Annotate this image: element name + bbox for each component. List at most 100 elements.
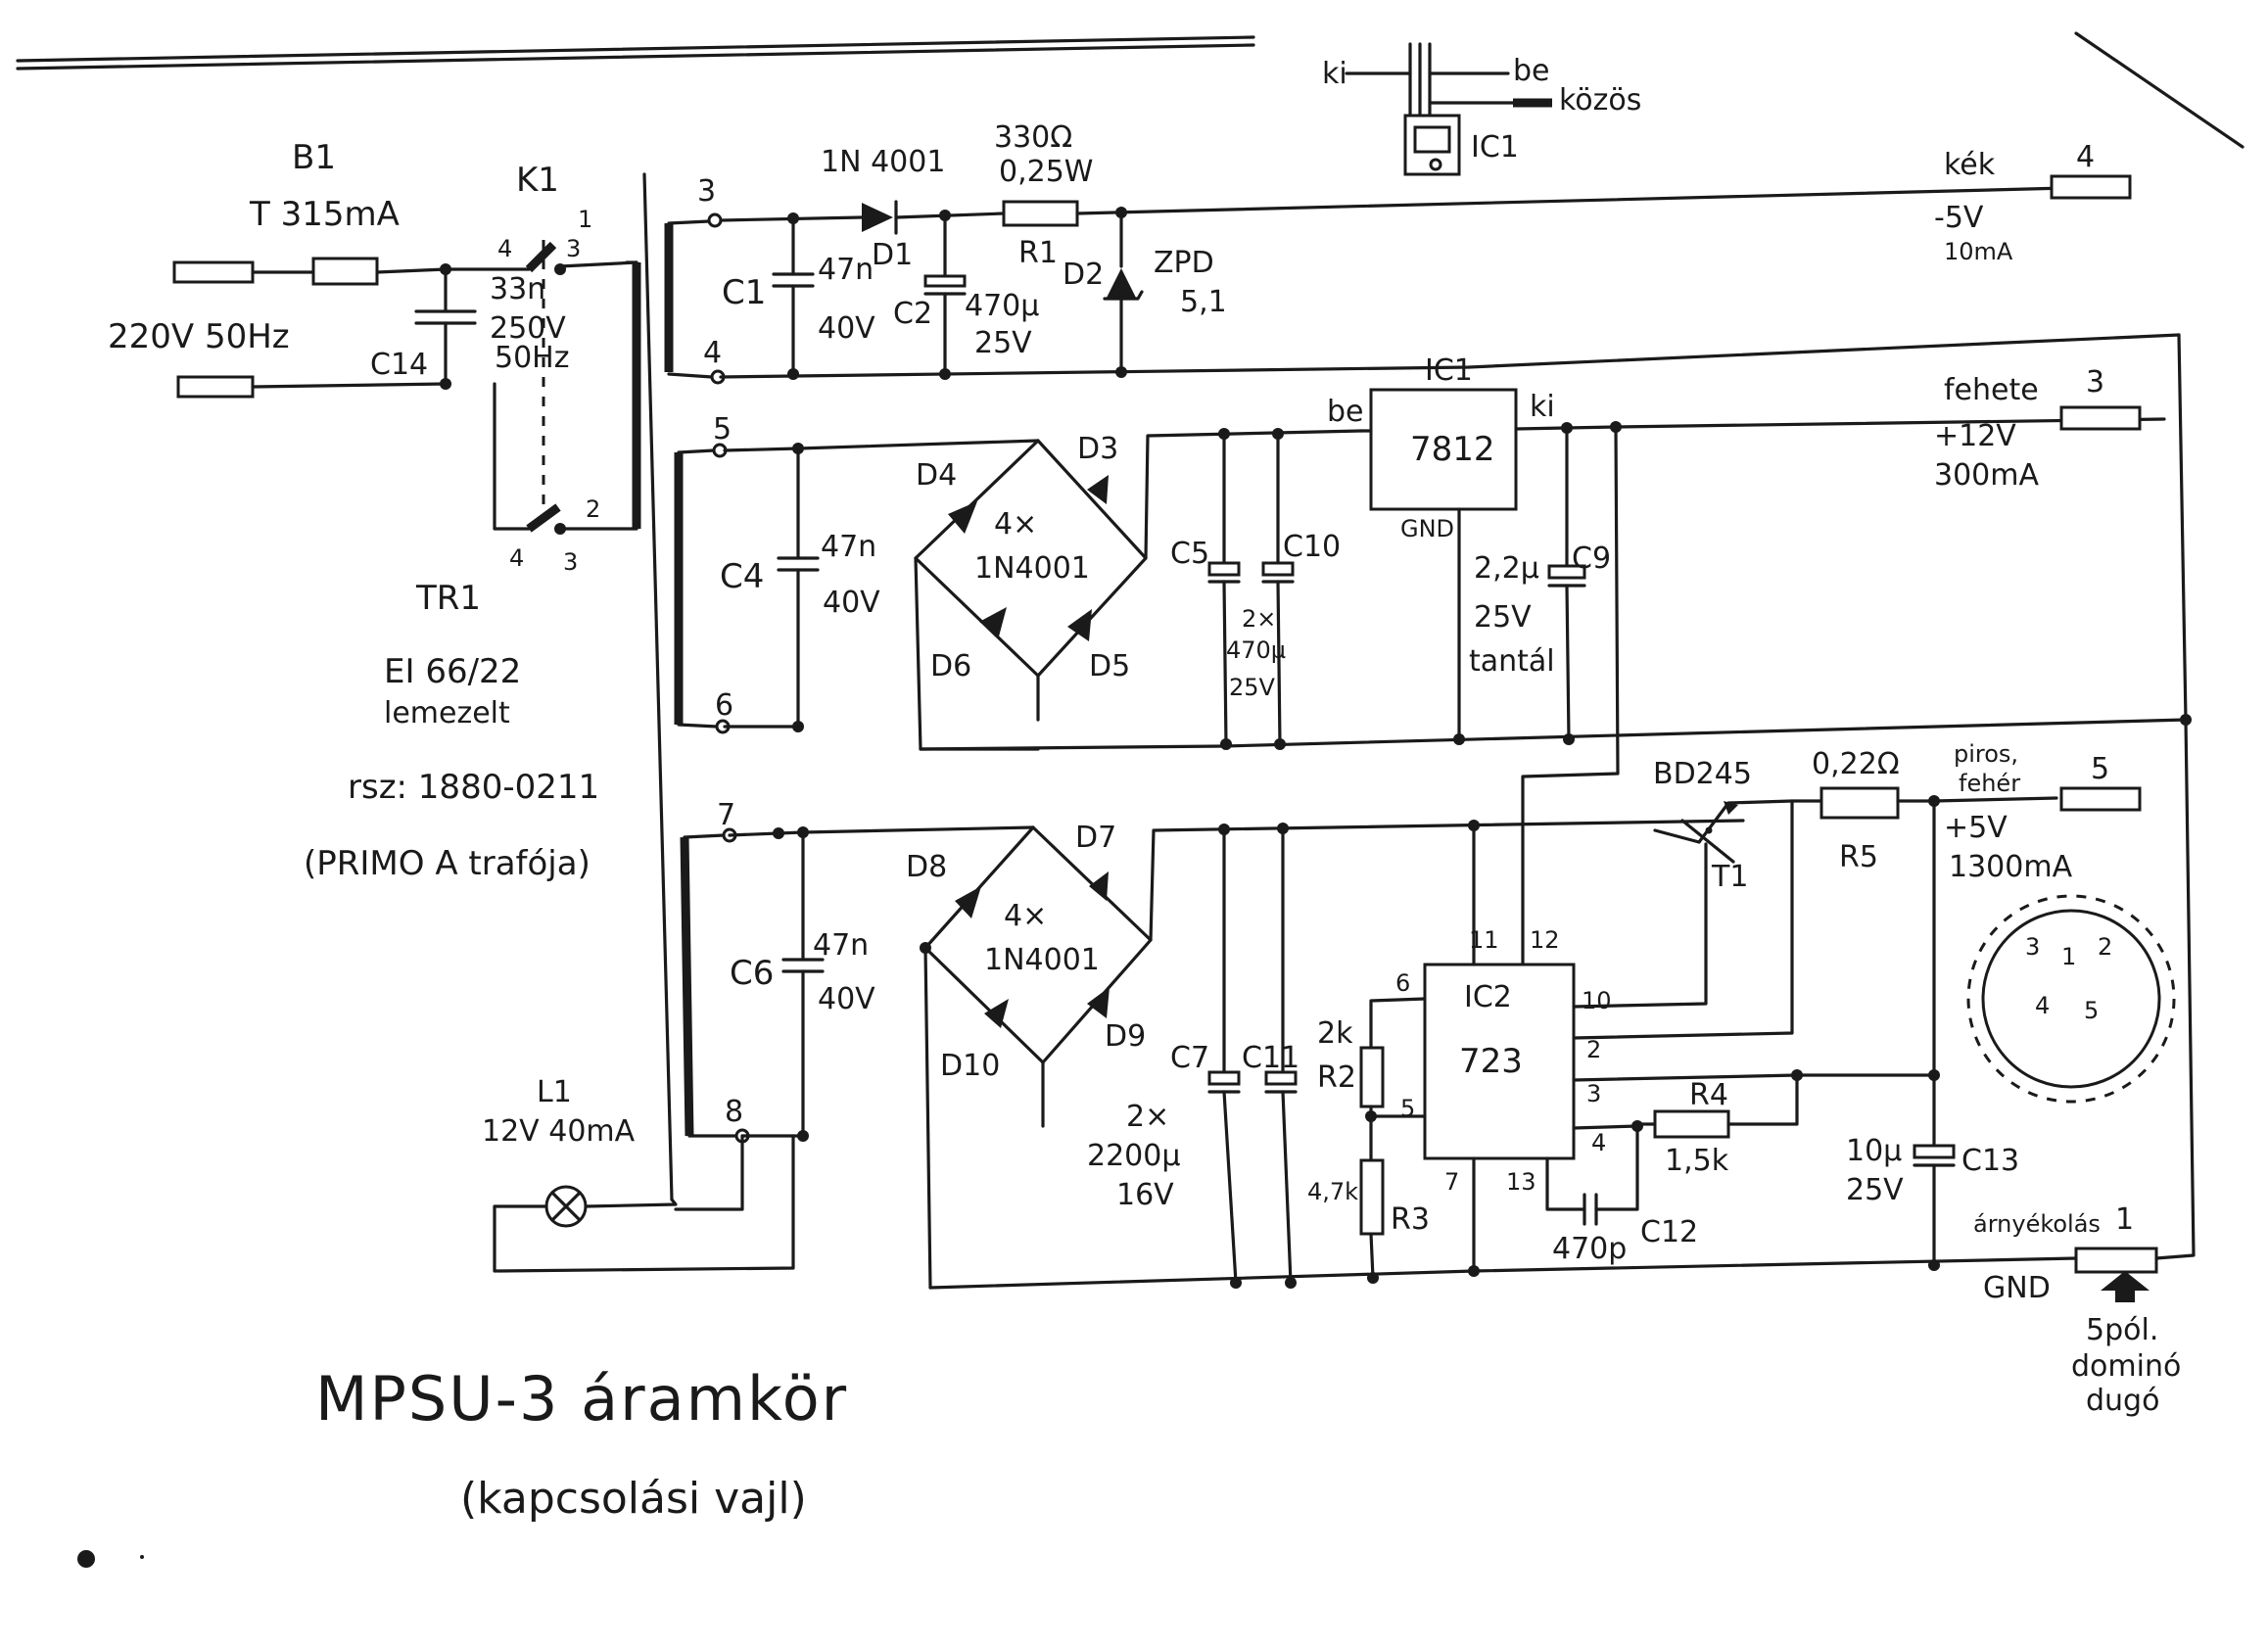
c9-voltage: 25V (1474, 600, 1532, 635)
transformer-core-line (642, 172, 674, 1201)
c12-value: 470p (1552, 1232, 1627, 1266)
c5-c10-mult: 2× (1242, 605, 1276, 633)
switch-pin-2: 2 (586, 495, 600, 523)
cap-c10 (1261, 561, 1295, 577)
t1-ref: T1 (1711, 860, 1748, 894)
d9-ref: D9 (1105, 1019, 1146, 1054)
ic2-pin-3: 3 (1586, 1080, 1601, 1107)
r5-ref: R5 (1839, 840, 1878, 874)
switch-pin-3a: 3 (566, 235, 581, 262)
c7-ref: C7 (1170, 1041, 1209, 1075)
r1-power: 0,25W (999, 155, 1093, 189)
page-title: MPSU-3 áramkör (315, 1363, 848, 1435)
connector-pin5 (2059, 786, 2142, 812)
gnd-pin: 1 (2115, 1202, 2134, 1237)
p5-out-voltage: +5V (1944, 811, 2008, 845)
cap-c7 (1207, 1070, 1241, 1086)
p12-out-voltage: +12V (1934, 419, 2016, 453)
din-pin-3: 3 (2025, 933, 2040, 961)
switch-legend-ref: IC1 (1471, 130, 1519, 165)
neg-out-current: 10mA (1944, 238, 2013, 265)
ic2-pin-12: 12 (1530, 926, 1560, 954)
ic2-pin-2: 2 (1586, 1036, 1601, 1063)
switch-pin-1: 1 (578, 206, 592, 233)
c13-value: 10µ (1846, 1134, 1902, 1168)
switch-ref: K1 (516, 161, 559, 200)
p12-out-pin: 3 (2086, 365, 2104, 400)
ic2-pin-11: 11 (1469, 926, 1499, 954)
tr-pin-3: 3 (697, 174, 716, 209)
d2-ref: D2 (1063, 258, 1104, 292)
c6-ref: C6 (730, 954, 774, 993)
bridge2-count: 4× (1004, 899, 1047, 933)
ic2-pin-13: 13 (1506, 1168, 1536, 1196)
regulator-723 (1423, 963, 1576, 1160)
r3-value: 4,7k (1307, 1178, 1358, 1205)
r5-value: 0,22Ω (1812, 747, 1900, 781)
c13-voltage: 25V (1846, 1173, 1904, 1207)
c5-ref: C5 (1170, 537, 1209, 571)
transformer-notes: TR1 EI 66/22 lemezelt rsz: 1880-0211 (PR… (304, 579, 599, 883)
d4-ref: D4 (916, 458, 957, 493)
l1-ref: L1 (537, 1075, 572, 1109)
c14-value: 33n (490, 272, 545, 306)
ic2-pin-7: 7 (1444, 1168, 1459, 1196)
ic2-pin-6: 6 (1395, 969, 1410, 997)
ink-speck-2 (140, 1555, 144, 1559)
secondary-winding-3 (680, 836, 694, 1137)
transformer-note: (PRIMO A trafója) (304, 844, 591, 883)
d2-value: 5,1 (1180, 285, 1227, 319)
r2-value: 2k (1317, 1016, 1353, 1051)
cap-c9 (1547, 564, 1586, 580)
ic1-out: ki (1530, 390, 1555, 424)
neg-out-pin: 4 (2076, 140, 2095, 174)
connector-label-2: dominó (2071, 1349, 2181, 1384)
ic2-pin-5: 5 (1400, 1095, 1415, 1122)
mains-section: B1 T 315mA 220V 50Hz C14 33n 250V 50Hz K… (108, 138, 674, 1201)
connector-pin4 (2050, 174, 2132, 200)
ic1-gnd: GND (1400, 515, 1454, 542)
d6-ref: D6 (930, 649, 971, 683)
connector-label-1: 5pól. (2086, 1313, 2158, 1347)
din-pin-1: 1 (2061, 943, 2076, 970)
diode-d2 (1107, 268, 1136, 298)
c2-voltage: 25V (974, 326, 1032, 360)
paper-edge-top-2 (16, 43, 1255, 71)
cap-c2 (923, 274, 967, 288)
tr-pin-7: 7 (717, 798, 735, 832)
mains-input-label: 220V 50Hz (108, 317, 290, 356)
switch-pin-4a: 4 (497, 235, 512, 262)
ic1-in: be (1327, 395, 1364, 429)
transformer-ref: TR1 (415, 579, 481, 618)
p5-out-color-1: piros, (1954, 740, 2018, 768)
paper-edge-top (16, 35, 1255, 63)
resistor-r2 (1359, 1046, 1385, 1108)
p5-out-pin: 5 (2091, 752, 2109, 786)
ic2-type: 723 (1459, 1042, 1523, 1081)
l1-value: 12V 40mA (482, 1114, 636, 1149)
c14-voltage: 250V (490, 311, 566, 346)
ic2-pin-10: 10 (1582, 987, 1612, 1014)
r3-ref: R3 (1391, 1202, 1430, 1237)
c9-ref: C9 (1572, 541, 1611, 576)
din-pin-4: 4 (2035, 992, 2050, 1019)
c6-value: 47n (813, 928, 869, 963)
c4-ref: C4 (720, 557, 764, 596)
c1-ref: C1 (722, 273, 766, 312)
c9-value: 2,2µ (1474, 551, 1539, 586)
gnd-color: árnyékolás (1973, 1210, 2101, 1238)
fuse-value: T 315mA (249, 195, 400, 234)
d5-ref: D5 (1089, 649, 1130, 683)
din-pin-2: 2 (2098, 933, 2112, 961)
d2-type: ZPD (1154, 246, 1214, 280)
neg5v-section: C1 47n 40V 1N 4001 D1 330Ω 0,25W R1 C2 4… (719, 120, 2188, 722)
c4-value: 47n (821, 530, 876, 564)
c14-freq: 50Hz (495, 341, 569, 375)
p12-out-current: 300mA (1934, 458, 2039, 493)
resistor-r5 (1819, 786, 1900, 820)
d3-ref: D3 (1077, 432, 1118, 466)
c13-ref: C13 (1961, 1144, 2019, 1178)
transformer-part-no: rsz: 1880-0211 (348, 768, 599, 807)
c14-ref: C14 (370, 348, 428, 382)
